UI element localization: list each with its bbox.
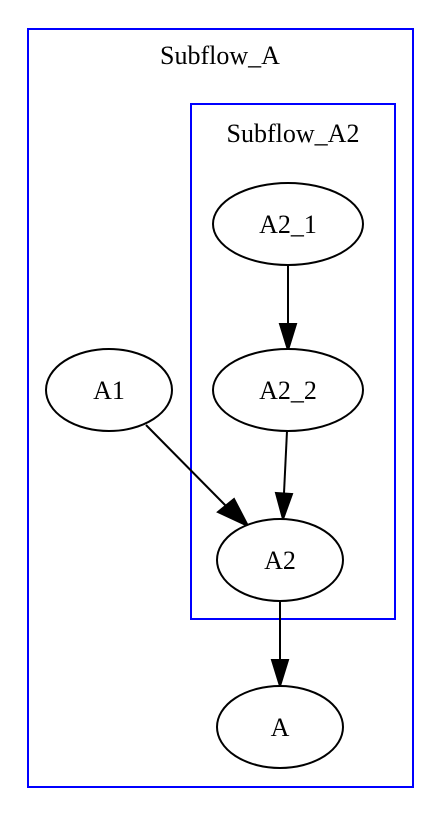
edge-line [283,430,288,494]
node-a1-label: A1 [93,376,125,405]
edge-a2-to-a [270,602,290,690]
node-a: A [216,685,344,769]
node-a-ellipse [216,685,344,769]
arrowhead [270,659,290,690]
node-a2-2: A2_2 [212,348,364,432]
arrowhead [274,491,294,523]
node-a2-2-label: A2_2 [259,376,317,405]
cluster-subflow-a2: Subflow_A2 [190,103,396,620]
arrowhead [278,323,298,354]
cluster-subflow-a-box [27,28,414,788]
node-a1: A1 [45,348,173,432]
cluster-subflow-a-label: Subflow_A [160,41,280,70]
node-a1-ellipse [45,348,173,432]
node-a-label: A [271,713,290,742]
node-a2-1: A2_1 [212,182,364,266]
node-a2: A2 [216,518,344,602]
node-a2-1-label: A2_1 [259,210,317,239]
node-a2-1-ellipse [212,182,364,266]
cluster-subflow-a2-label: Subflow_A2 [227,119,360,148]
node-a2-ellipse [216,518,344,602]
node-a2-label: A2 [264,546,296,575]
node-a2-2-ellipse [212,348,364,432]
arrowhead [216,497,251,529]
edge-line [145,424,228,508]
cluster-subflow-a2-box [190,103,396,620]
edge-a2-1-to-a2-2 [278,265,298,354]
edge-a2-2-to-a2 [274,430,294,523]
edge-a1-to-a2 [145,424,251,529]
cluster-subflow-a: Subflow_A [27,28,414,788]
